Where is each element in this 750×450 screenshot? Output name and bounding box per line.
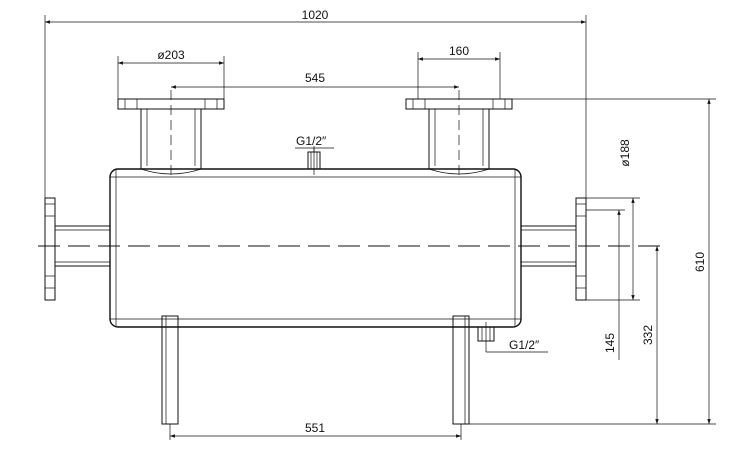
dimension-side-flange-diameter: ø188 (586, 139, 640, 301)
right-side-nozzle (521, 197, 587, 301)
dimension-top-flange-diameter: ø203 (117, 48, 225, 99)
top-left-nozzle (117, 90, 225, 178)
dim-label-total-height: 610 (693, 252, 707, 272)
dim-label-overall-length: 1020 (302, 8, 329, 22)
dimension-nozzle-offset: 145 (586, 209, 625, 360)
vessel-body (109, 168, 522, 328)
dim-label-top-flange-width: 160 (449, 44, 469, 58)
dimension-top-flange-width: 160 (417, 44, 501, 99)
dimension-leg-spacing: 551 (169, 421, 462, 440)
dimension-axis-height: 332 (469, 246, 665, 425)
callout-bottom-port: G1/2″ (486, 338, 548, 353)
dim-label-nozzle-offset: 145 (603, 333, 617, 353)
dim-label-side-flange-diameter: ø188 (618, 139, 632, 167)
callout-top-port: G1/2″ (295, 134, 334, 152)
callout-label-bottom-port: G1/2″ (509, 338, 540, 352)
top-right-nozzle (405, 90, 513, 178)
callout-label-top-port: G1/2″ (296, 134, 327, 148)
left-support-leg (161, 315, 179, 425)
dim-label-axis-height: 332 (641, 325, 655, 345)
dimension-total-height: 610 (512, 98, 716, 425)
right-support-leg (452, 315, 470, 425)
dim-label-leg-spacing: 551 (305, 421, 325, 435)
dim-label-nozzle-spacing: 545 (305, 71, 325, 85)
dimension-nozzle-spacing: 545 (171, 71, 459, 89)
dimension-overall-length: 1020 (44, 8, 587, 198)
bottom-port-fitting (477, 322, 495, 352)
left-side-nozzle (44, 197, 110, 301)
dim-label-top-flange-diameter: ø203 (157, 48, 185, 62)
